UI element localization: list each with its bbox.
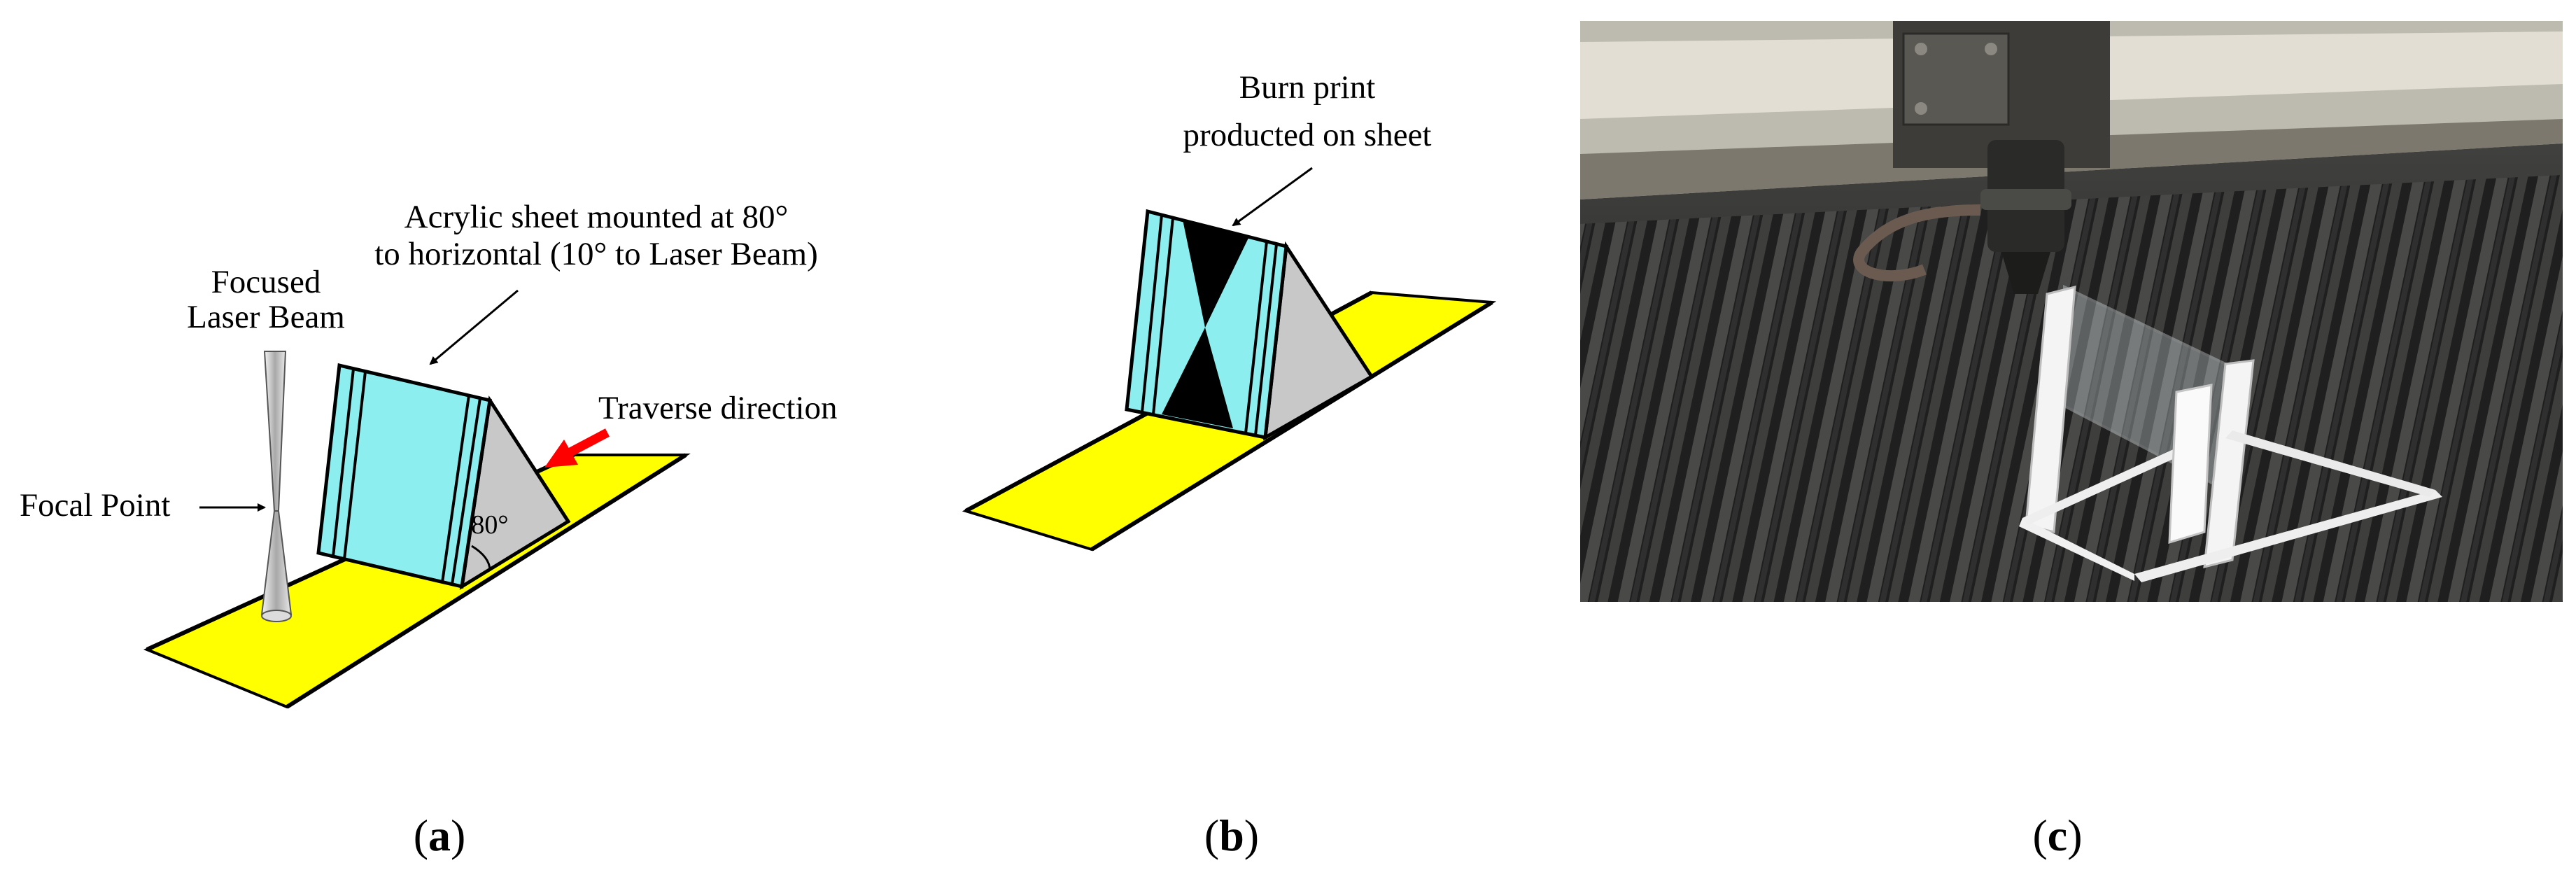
- laser-beam-spot: [261, 610, 292, 622]
- sheet-a-frame-right-2: [451, 398, 481, 585]
- holder-base-back: [2225, 430, 2435, 497]
- label-laser-beam: Laser Beam: [187, 299, 345, 335]
- label-acrylic-sheet-2: to horizontal (10° to Laser Beam): [374, 236, 818, 272]
- burn-pointer-arrow: [1232, 167, 1313, 227]
- label-focal-point: Focal Point: [20, 487, 170, 524]
- caption-c: (c): [2032, 811, 2082, 860]
- caption-c-letter: c: [2048, 811, 2067, 860]
- bolt: [1915, 43, 1927, 55]
- sheet-a-frame-left-2: [343, 371, 367, 560]
- panel-c-photo: [1580, 21, 2563, 602]
- sheet-b-frame-right-2: [1254, 244, 1278, 436]
- caption-b: (b): [1204, 811, 1259, 860]
- caption-b-letter: b: [1219, 811, 1244, 860]
- label-producted-on-sheet: producted on sheet: [1183, 117, 1431, 153]
- bed-shade: [1580, 175, 2563, 602]
- burn-print-lower: [1162, 328, 1233, 428]
- burn-print: [1183, 220, 1249, 328]
- bolt: [1915, 102, 1927, 115]
- holder-base-right: [2134, 490, 2442, 582]
- sheet-b-frame-right-1: [1244, 241, 1268, 434]
- traverse-arrow-head: [544, 440, 578, 468]
- holder-base-left: [2022, 448, 2182, 525]
- acrylic-sheet-a: [316, 363, 492, 589]
- label-burn-print: Burn print: [1239, 69, 1376, 106]
- traverse-arrow-shaft: [568, 428, 610, 456]
- label-acrylic-sheet-1: Acrylic sheet mounted at 80°: [404, 199, 789, 235]
- label-focused: Focused: [211, 264, 321, 300]
- laser-head-tip: [2001, 252, 2050, 294]
- captions: (a) (b) (c): [414, 811, 2083, 860]
- holder-post-tall: [2168, 384, 2213, 545]
- bolt: [1985, 43, 1997, 55]
- caption-a: (a): [414, 811, 466, 860]
- sheet-b-frame-left-1: [1141, 214, 1163, 413]
- panel-a: Focused Laser Beam Acrylic sheet mounted…: [20, 199, 838, 709]
- laser-beam-upper: [263, 351, 287, 512]
- label-traverse-direction: Traverse direction: [598, 390, 838, 426]
- air-hose: [1853, 204, 1981, 282]
- angle-arc-a: [471, 545, 491, 571]
- caption-a-letter: a: [428, 811, 451, 860]
- sheet-pointer-arrow: [429, 289, 519, 365]
- holder-right-post: [2203, 359, 2255, 568]
- laser-beam-lower: [260, 510, 293, 615]
- sheet-a-frame-right-1: [441, 395, 470, 583]
- holder-left-post: [2025, 286, 2076, 533]
- cutting-bed: [1580, 175, 2563, 602]
- sheet-a-frame-left-1: [332, 368, 355, 557]
- laser-head-nozzle-ring: [1980, 189, 2071, 210]
- holder-base-front: [2019, 518, 2134, 581]
- track-b-edge-bottom: [1090, 300, 1493, 552]
- track-a-edge-bottom: [286, 453, 687, 709]
- panel-b: Burn print producted on sheet: [962, 69, 1497, 552]
- sheet-b-frame-left-2: [1152, 217, 1174, 415]
- label-angle-80: 80°: [471, 510, 508, 540]
